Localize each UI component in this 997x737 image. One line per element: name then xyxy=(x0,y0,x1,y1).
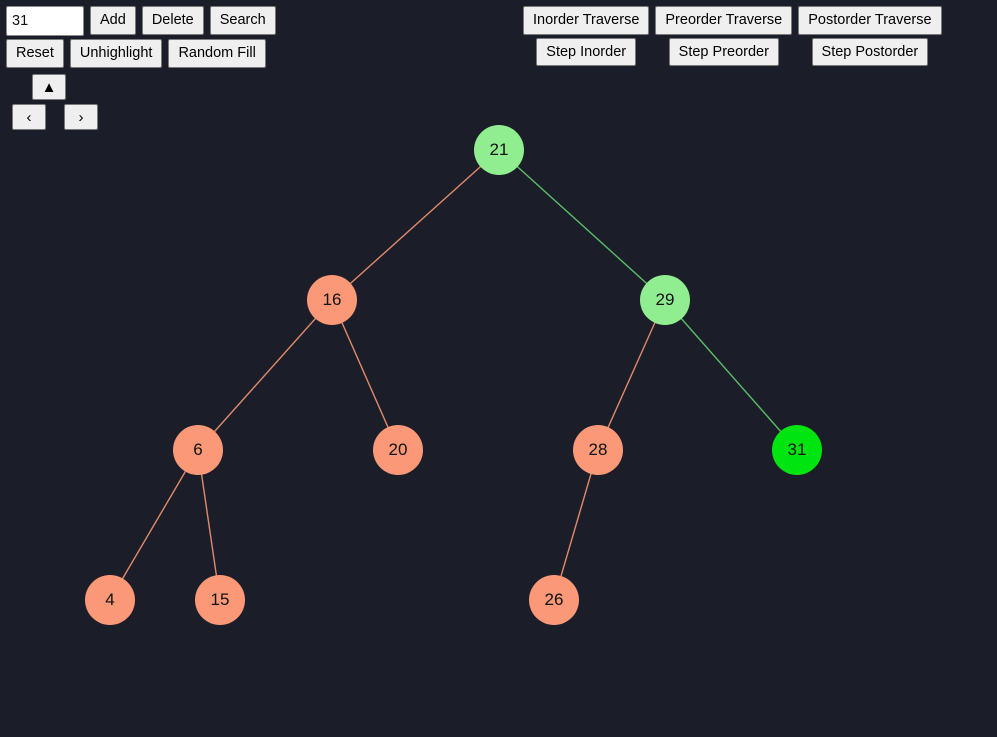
tree-node-21[interactable]: 21 xyxy=(474,125,524,175)
step-inorder-button[interactable]: Step Inorder xyxy=(536,37,637,66)
preorder-traverse-button[interactable]: Preorder Traverse xyxy=(655,6,793,35)
tree-node-label: 21 xyxy=(489,140,509,159)
tree-node-label: 6 xyxy=(193,440,203,459)
traversal-column-preorder: Preorder Traverse Step Preorder xyxy=(655,6,793,66)
tree-node-label: 26 xyxy=(544,590,564,609)
step-postorder-button[interactable]: Step Postorder xyxy=(811,37,929,66)
traversal-rows: Inorder Traverse Step Inorder Preorder T… xyxy=(523,6,995,66)
unhighlight-button[interactable]: Unhighlight xyxy=(69,39,163,68)
tree-node-label: 20 xyxy=(388,440,408,459)
tree-node-15[interactable]: 15 xyxy=(195,575,245,625)
tree-node-20[interactable]: 20 xyxy=(373,425,423,475)
tree-node-label: 29 xyxy=(655,290,675,309)
tree-node-31[interactable]: 31 xyxy=(772,425,822,475)
toolbar-row-primary: Add Delete Search xyxy=(6,6,526,36)
tree-node-4[interactable]: 4 xyxy=(85,575,135,625)
search-button[interactable]: Search xyxy=(209,6,276,35)
tree-node-6[interactable]: 6 xyxy=(173,425,223,475)
tree-node-28[interactable]: 28 xyxy=(573,425,623,475)
value-input[interactable] xyxy=(6,6,84,36)
postorder-traverse-button[interactable]: Postorder Traverse xyxy=(798,6,942,35)
toolbar-row-secondary: Reset Unhighlight Random Fill xyxy=(6,39,526,68)
tree-node-label: 16 xyxy=(322,290,342,309)
traversal-column-postorder: Postorder Traverse Step Postorder xyxy=(798,6,942,66)
step-preorder-button[interactable]: Step Preorder xyxy=(668,37,779,66)
toolbar-left: Add Delete Search Reset Unhighlight Rand… xyxy=(6,6,526,71)
add-button[interactable]: Add xyxy=(90,6,136,35)
tree-node-16[interactable]: 16 xyxy=(307,275,357,325)
tree-node-label: 15 xyxy=(210,590,230,609)
tree-node-26[interactable]: 26 xyxy=(529,575,579,625)
delete-button[interactable]: Delete xyxy=(141,6,204,35)
traversal-column-inorder: Inorder Traverse Step Inorder xyxy=(523,6,650,66)
tree-node-label: 28 xyxy=(588,440,608,459)
tree-node-label: 4 xyxy=(105,590,115,609)
tree-node-label: 31 xyxy=(787,440,807,459)
inorder-traverse-button[interactable]: Inorder Traverse xyxy=(523,6,650,35)
reset-button[interactable]: Reset xyxy=(6,39,64,68)
toolbar-traversal: Inorder Traverse Step Inorder Preorder T… xyxy=(523,6,995,69)
random-fill-button[interactable]: Random Fill xyxy=(168,39,266,68)
tree-node-29[interactable]: 29 xyxy=(640,275,690,325)
